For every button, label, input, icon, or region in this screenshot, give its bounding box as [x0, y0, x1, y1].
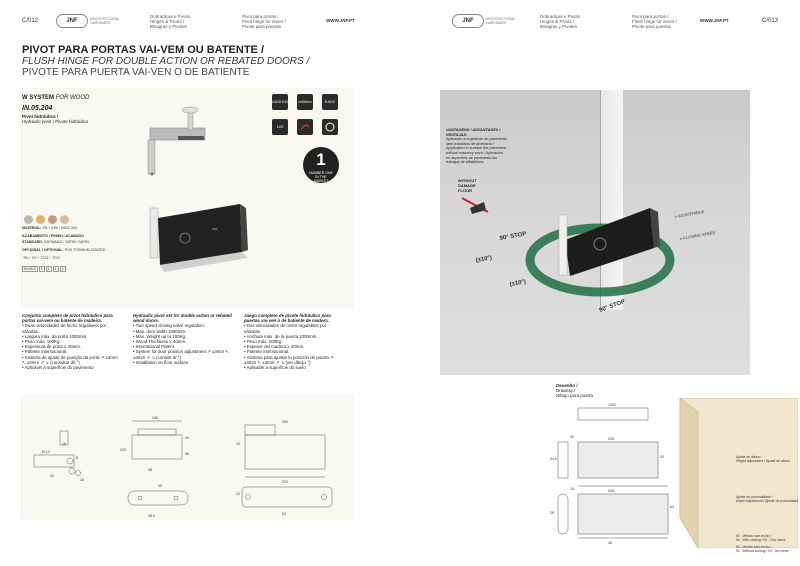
- dim-label: Ø 12: [42, 450, 50, 454]
- dim-label: 25: [185, 436, 189, 440]
- dim-label: 10: [236, 442, 240, 446]
- weight-icon: ≤100 KG: [272, 94, 288, 110]
- settings-icon: [322, 119, 338, 135]
- header-section: Dobradiças e Pivots Hinges & Pivots / Bi…: [540, 14, 581, 29]
- installation-scene: 90° STOP (±10°) (±10°) 90° STOP ± ADJUST…: [461, 197, 716, 314]
- legend-without-closing: IN - Versão sem fecho / IN - Without clo…: [736, 545, 789, 553]
- spec-finish: ACABAMENTO / FINISH / ACABADO: [22, 234, 84, 238]
- dim-label: 28: [550, 511, 554, 515]
- product-code: IN.05.204: [22, 105, 53, 112]
- dim-label: 62: [282, 512, 286, 516]
- dim-label: 46.5: [148, 514, 155, 518]
- spec-optional: OPCIONAL / OPTIONAL: PVD TITANIUM COATED: [22, 248, 106, 252]
- spec-material: MATERIAL: ZN + AISI / INOX 304: [22, 226, 77, 230]
- left-page: C/012 JNF ARCHITECTURAL HARDWARE Dobradi…: [20, 0, 401, 566]
- dim-label: 48: [608, 541, 612, 545]
- legend-with-closing: IN - Versão com fecho / IN - With closin…: [736, 534, 786, 542]
- finish-codes: .TB / .YC / .TCO / .TCH: [22, 256, 60, 260]
- door-3d-view: [679, 398, 798, 548]
- product-illustration: JNF: [147, 106, 248, 272]
- brand-logo: JNF: [452, 14, 484, 28]
- finish-swatch-tch: [60, 215, 69, 224]
- dim-label: 8: [76, 456, 78, 460]
- thickness-icon: ≤40mm: [297, 94, 313, 110]
- without-damage-label: WITHOUT DAMAGE FLOOR: [458, 178, 477, 193]
- header-product: Pivot para portas / Flush hinge for door…: [632, 14, 677, 29]
- hinge-arrow-icon: [297, 119, 313, 135]
- header-product: Pivot para portas / Pivot hinge for door…: [242, 14, 286, 29]
- logo-subtitle: ARCHITECTURAL HARDWARE: [486, 17, 516, 25]
- legend-depth: Ajuste de profundidade / Depth adjustmen…: [736, 495, 799, 503]
- spec-standard: STANDARD: SATINADO / SATIN / SATIN: [22, 240, 89, 244]
- dim-label: 300: [282, 420, 288, 424]
- dim-label: 135: [152, 416, 158, 420]
- door-technical-drawing: 1000 225 226 40 34.5 28 20 62 48 15: [550, 398, 798, 548]
- drawing-title: Desenho / Drawing / Dibujo para puerta: [556, 383, 594, 399]
- dim-label: 38: [148, 468, 152, 472]
- website-link[interactable]: WWW.JNF.PT: [700, 18, 729, 23]
- dim-label: 40: [158, 484, 162, 488]
- dim-label: 62: [670, 505, 674, 509]
- legend-height: Ajuste de altura / Height adjustment / A…: [736, 455, 790, 463]
- page-title-en: FLUSH HINGE FOR DOUBLE ACTION OR REBATED…: [22, 56, 310, 67]
- advantages-box: VANTAGENS / ADVANTAGES / VENTAJAS: Aplic…: [446, 128, 507, 165]
- dim-label: 225: [608, 437, 614, 441]
- description-en: Hydraulic pivot set for double action or…: [133, 313, 232, 365]
- description-pt: Conjunto completo de pivot hidráulico pa…: [22, 313, 118, 371]
- number-one-badge: 1 NUMBER ONE IN THE MARKET: [303, 147, 339, 183]
- page-title-es: PIVOTE PARA PUERTA VAI-VEN O DE BATIENTE: [22, 67, 250, 78]
- without-damage-icon: [461, 197, 489, 214]
- finish-swatches: [24, 211, 72, 229]
- dim-label: 40: [570, 435, 574, 439]
- dim-label: 22: [236, 492, 240, 496]
- kg100-icon: 100: [272, 119, 288, 135]
- floor-label-speed: ± CLOSING SPEED: [679, 230, 716, 241]
- header-section: Dobradiças e Pivots Hinges & Pivots / Bi…: [150, 14, 191, 29]
- dim-label: 16: [80, 478, 84, 482]
- installation-photo: 90° STOP (±10°) (±10°) 90° STOP ± ADJUST…: [440, 90, 750, 375]
- system-label: W SYSTEM FOR WOOD: [22, 95, 90, 101]
- easy-install-icon: EASY INSTALL: [322, 94, 338, 120]
- product-subtitle-translations: Hydraulic pivot / Pivote hidráulico: [22, 119, 89, 124]
- brand-logo: JNF: [56, 14, 88, 28]
- page-number: C/012: [22, 18, 39, 24]
- top-pivot-image: [147, 106, 206, 176]
- dim-label: 34.5: [550, 457, 557, 461]
- logo-subtitle: ARCHITECTURAL HARDWARE: [90, 17, 120, 25]
- dim-label: 226: [608, 489, 614, 493]
- description-es: Juego completo de pivote hidráulico para…: [244, 313, 334, 371]
- dim-label: 220: [120, 448, 126, 452]
- dim-label: 210: [282, 480, 288, 484]
- website-link[interactable]: WWW.JNF.PT: [326, 18, 355, 23]
- dim-label: 15: [570, 487, 574, 491]
- dim-label: 20: [660, 455, 664, 459]
- svg-text:JNF: JNF: [212, 227, 218, 231]
- dim-label: 56: [185, 452, 189, 456]
- dim-label: 42: [50, 474, 54, 478]
- finish-swatch-tc: [48, 215, 57, 224]
- floor-label-range-left: (±10°): [475, 255, 492, 264]
- technical-drawing-panel: [20, 395, 354, 520]
- page-number: C/013: [762, 18, 779, 24]
- floor-label-stop-left: 90° STOP: [499, 231, 527, 242]
- floor-closer-image: JNF: [149, 204, 248, 272]
- product-subtitle: Pivot hidráulico /: [22, 114, 59, 119]
- floor-label-range-right: (±10°): [509, 279, 526, 288]
- floor-label-adjustable: ± ADJUSTABLE: [674, 209, 704, 219]
- technical-drawing: Ø 12 16 8 42 16 135 25 56 220 38 40 46.5…: [33, 416, 333, 518]
- finish-swatch-ss: [24, 215, 33, 224]
- right-page: JNF ARCHITECTURAL HARDWARE Dobradiças e …: [400, 0, 800, 566]
- dim-label: 16: [62, 442, 66, 446]
- floor-label-stop-right: 90° STOP: [599, 299, 626, 314]
- dim-label: 1000: [608, 403, 616, 407]
- finish-swatch-yc: [36, 215, 45, 224]
- page-title-pt: PIVOT PARA PORTAS VAI-VEM OU BATENTE /: [22, 44, 265, 56]
